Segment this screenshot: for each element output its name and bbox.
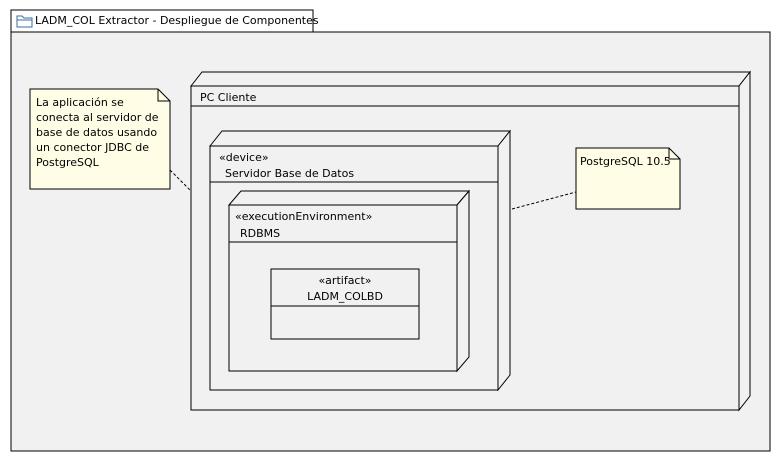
diagram-tab[interactable] [10,9,314,33]
diagram-title: LADM_COL Extractor - Despliegue de Compo… [35,14,319,27]
note-right-text: PostgreSQL 10.5 [580,155,671,168]
note-left-line: PostgreSQL [36,156,99,169]
note-left-line: conecta al servidor de [36,111,159,124]
note-right-connector [511,191,577,210]
note-left[interactable] [29,88,171,190]
note-left-text: La aplicación se conecta al servidor de … [36,95,158,170]
artifact-ladm-colbd[interactable] [270,268,420,340]
device-name: Servidor Base de Datos [225,167,355,180]
env-stereotype: «executionEnvironment» [235,210,373,223]
artifact-stereotype: «artifact» [318,274,372,287]
note-left-line: La aplicación se [36,96,124,109]
note-right[interactable] [575,147,681,210]
note-left-line: base de datos usando [36,126,158,139]
device-stereotype: «device» [219,151,269,164]
pc-cliente-name: PC Cliente [200,91,257,104]
artifact-name: LADM_COLBD [307,290,383,303]
note-left-line: un conector JDBC de [36,141,150,154]
env-name: RDBMS [240,227,281,240]
folder-icon [16,15,33,28]
